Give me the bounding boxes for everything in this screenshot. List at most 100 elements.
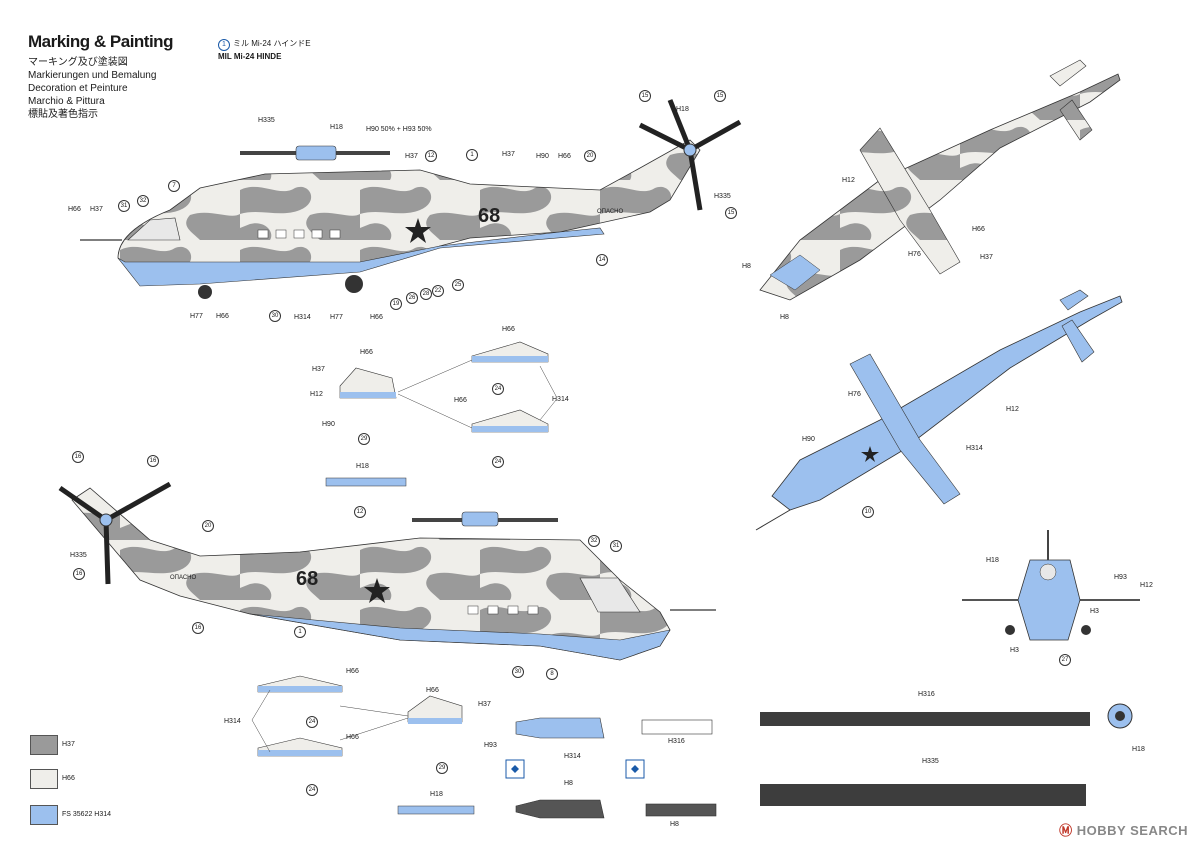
- label-h90-a: H90: [536, 153, 549, 160]
- underside-blue: [117, 227, 605, 287]
- model-number: 1: [218, 39, 230, 51]
- label-h76-b: H76: [848, 391, 861, 398]
- callout-30: 32: [137, 195, 149, 207]
- label-h66-b: H66: [68, 206, 81, 213]
- label-h66-j: H66: [426, 687, 439, 694]
- title-line-jp: マーキング及び塗装図: [28, 57, 128, 68]
- label-h93-a: H93: [484, 742, 497, 749]
- callout-8: 8: [546, 668, 558, 680]
- model-name-jp: ミル Mi-24 ハインドE: [233, 39, 311, 48]
- callout-32: 32: [588, 535, 600, 547]
- label-h66-d: H66: [370, 314, 383, 321]
- label-h76-a: H76: [908, 251, 921, 258]
- watermark: Ⓜ HOBBY SEARCH: [1059, 820, 1188, 839]
- label-h66-k: H66: [972, 226, 985, 233]
- callout-19: 19: [390, 298, 402, 310]
- title-line-fr: Decoration et Peinture: [28, 83, 128, 94]
- callout-16-c: 16: [73, 568, 85, 580]
- label-h8-c: H8: [742, 263, 751, 270]
- label-h335-c: H335: [70, 552, 87, 559]
- callout-14: 16: [192, 622, 204, 634]
- callout-12-a: 12: [425, 150, 437, 162]
- label-h18-e: H18: [986, 557, 999, 564]
- rotor-hub: [295, 145, 337, 161]
- callout-15-b: 15: [714, 90, 726, 102]
- label-h3-b: H3: [1010, 647, 1019, 654]
- label-h316-a: H316: [668, 738, 685, 745]
- callout-20-a: 20: [584, 150, 596, 162]
- label-h66-f: H66: [360, 349, 373, 356]
- callout-29: 31: [118, 200, 130, 212]
- legend-label-white: H66: [62, 775, 75, 782]
- label-h90-h93: H90 50% + H93 50%: [366, 126, 432, 133]
- fuselage-side-bottom: [71, 487, 671, 661]
- label-h37-b: H37: [502, 151, 515, 158]
- label-h314-b: H314: [552, 396, 569, 403]
- front-view: [962, 530, 1140, 641]
- legend-row-blue: FS 35622 H314: [30, 805, 150, 825]
- title-block: Marking & Painting マーキング及び塗装図 Markierung…: [28, 32, 218, 121]
- callout-25: 27: [1059, 654, 1071, 666]
- label-h66-g: H66: [454, 397, 467, 404]
- label-h8-d: H8: [780, 314, 789, 321]
- legend-label-blue: FS 35622 H314: [62, 811, 112, 818]
- legend-swatch-grey: [30, 735, 58, 755]
- label-h12-c: H12: [1006, 406, 1019, 413]
- label-h316-b: H316: [918, 691, 935, 698]
- callout-20-b: 20: [202, 520, 214, 532]
- legend-swatch-white: [30, 769, 58, 789]
- label-h18-d: H18: [430, 791, 443, 798]
- label-h90-c: H90: [802, 436, 815, 443]
- callout-27-b: 29: [436, 762, 448, 774]
- callout-22-d: 24: [306, 784, 318, 796]
- label-h37-f: H37: [980, 254, 993, 261]
- label-h18-c: H18: [356, 463, 369, 470]
- legend-label-grey: H37: [62, 741, 75, 748]
- label-h335-b: H335: [714, 193, 731, 200]
- watermark-logo-icon: Ⓜ: [1059, 823, 1073, 838]
- callout-1-b: 1: [294, 626, 306, 638]
- label-h66-e: H66: [502, 326, 515, 333]
- label-h66-i: H66: [346, 734, 359, 741]
- label-h18-f: H18: [1132, 746, 1145, 753]
- callout-12-b: 12: [354, 506, 366, 518]
- tail-number-bottom: 68: [296, 568, 318, 590]
- right-side-profile: [58, 481, 716, 661]
- danger-text-bottom: ОПАСНО: [170, 575, 197, 581]
- label-h37-e: H37: [478, 701, 491, 708]
- callout-28-b: 30: [512, 666, 524, 678]
- label-h66-h: H66: [346, 668, 359, 675]
- label-h314-c: H314: [224, 718, 241, 725]
- callout-27-a: 29: [358, 433, 370, 445]
- callout-15-a: 15: [639, 90, 651, 102]
- danger-text-top: ОПАСНО: [597, 209, 624, 215]
- callout-7: 7: [168, 180, 180, 192]
- label-h66-c: H66: [216, 313, 229, 320]
- label-h335-a: H335: [258, 117, 275, 124]
- callout-24: 26: [406, 292, 418, 304]
- label-h18-a: H18: [330, 124, 343, 131]
- legend-row-grey: H37: [30, 735, 150, 755]
- fuselage-side-top: [117, 139, 701, 285]
- top-view: [759, 59, 1121, 301]
- callout-21: 22: [432, 285, 444, 297]
- callout-26-a: 28: [420, 288, 432, 300]
- callout-16-a: 16: [72, 451, 84, 463]
- callout-15-c: 15: [725, 207, 737, 219]
- label-h335-d: H335: [922, 758, 939, 765]
- label-h314-d: H314: [564, 753, 581, 760]
- callout-22-a: 24: [492, 383, 504, 395]
- callout-22-b: 24: [492, 456, 504, 468]
- label-h93-b: H93: [1114, 574, 1127, 581]
- label-h90-b: H90: [322, 421, 335, 428]
- label-h37-a: H37: [405, 153, 418, 160]
- callout-28-a: 30: [269, 310, 281, 322]
- callout-31: 31: [610, 540, 622, 552]
- label-h77-b: H77: [330, 314, 343, 321]
- page-title: Marking & Painting: [28, 32, 173, 51]
- label-h66-a: H66: [558, 153, 571, 160]
- label-h37-c: H37: [90, 206, 103, 213]
- label-h18-b: H18: [676, 106, 689, 113]
